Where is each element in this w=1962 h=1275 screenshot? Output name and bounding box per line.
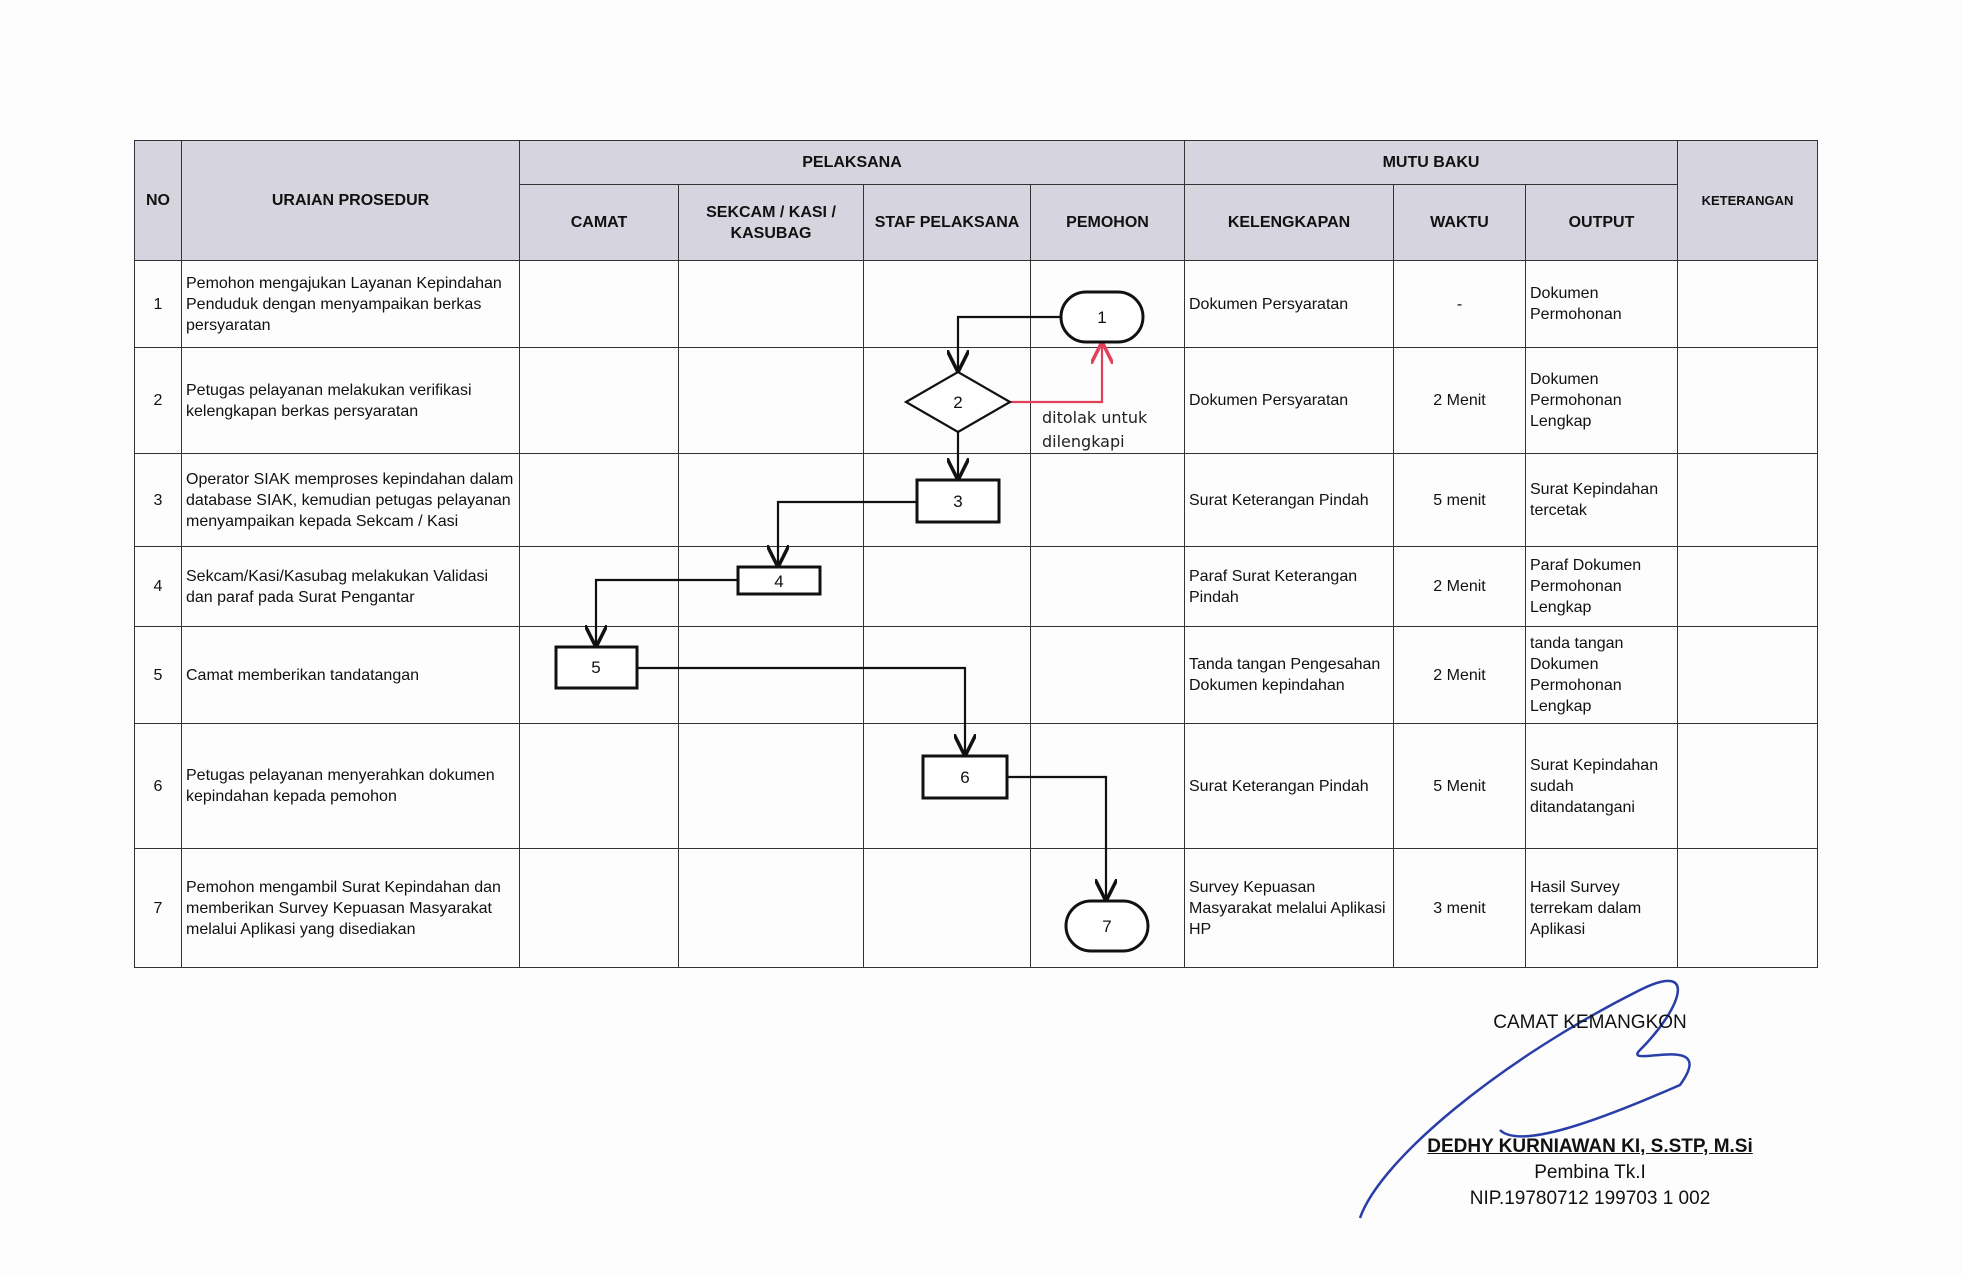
header-pemohon: PEMOHON: [1030, 184, 1185, 261]
header-kelengkapan: KELENGKAPAN: [1184, 184, 1394, 261]
lane-pemohon: [1030, 723, 1185, 849]
row-waktu: 5 menit: [1393, 453, 1526, 547]
header-waktu: WAKTU: [1393, 184, 1526, 261]
row-no: 2: [134, 347, 182, 454]
row-uraian: Pemohon mengambil Surat Kepindahan dan m…: [181, 848, 520, 968]
signature-rank: Pembina Tk.I: [1534, 1162, 1646, 1183]
lane-camat: [519, 546, 679, 627]
lane-pemohon: [1030, 260, 1185, 348]
header-uraian: URAIAN PROSEDUR: [181, 140, 520, 261]
header-output: OUTPUT: [1525, 184, 1678, 261]
row-output: Dokumen Permohonan Lengkap: [1525, 347, 1678, 454]
lane-camat: [519, 848, 679, 968]
lane-sekcam: [678, 260, 864, 348]
reject-note: ditolak untuk dilengkapi: [1042, 408, 1148, 451]
header-mutu-baku: MUTU BAKU: [1184, 140, 1678, 185]
lane-pemohon: [1030, 453, 1185, 547]
header-camat: CAMAT: [519, 184, 679, 261]
row-waktu: 3 menit: [1393, 848, 1526, 968]
lane-camat: [519, 347, 679, 454]
row-kelengkapan: Tanda tangan Pengesahan Dokumen kepindah…: [1184, 626, 1394, 724]
lane-staf: [863, 546, 1031, 627]
lane-sekcam: [678, 546, 864, 627]
row-uraian: Petugas pelayanan melakukan verifikasi k…: [181, 347, 520, 454]
row-keterangan: [1677, 347, 1818, 454]
row-waktu: 2 Menit: [1393, 546, 1526, 627]
header-keterangan: KETERANGAN: [1677, 140, 1818, 261]
row-keterangan: [1677, 626, 1818, 724]
row-keterangan: [1677, 453, 1818, 547]
row-keterangan: [1677, 848, 1818, 968]
lane-staf: [863, 848, 1031, 968]
lane-staf: [863, 626, 1031, 724]
lane-camat: [519, 453, 679, 547]
row-kelengkapan: Surat Keterangan Pindah: [1184, 453, 1394, 547]
row-output: tanda tangan Dokumen Permohonan Lengkap: [1525, 626, 1678, 724]
header-sekcam: SEKCAM / KASI / KASUBAG: [678, 184, 864, 261]
lane-staf: [863, 347, 1031, 454]
row-waktu: 5 Menit: [1393, 723, 1526, 849]
row-keterangan: [1677, 546, 1818, 627]
row-no: 4: [134, 546, 182, 627]
row-output: Surat Kepindahan sudah ditandatangani: [1525, 723, 1678, 849]
lane-sekcam: [678, 626, 864, 724]
row-keterangan: [1677, 260, 1818, 348]
row-no: 7: [134, 848, 182, 968]
row-output: Hasil Survey terrekam dalam Aplikasi: [1525, 848, 1678, 968]
row-waktu: -: [1393, 260, 1526, 348]
row-output: Surat Kepindahan tercetak: [1525, 453, 1678, 547]
lane-camat: [519, 626, 679, 724]
lane-staf: [863, 453, 1031, 547]
row-uraian: Petugas pelayanan menyerahkan dokumen ke…: [181, 723, 520, 849]
lane-sekcam: [678, 848, 864, 968]
signature-title: CAMAT KEMANGKON: [1493, 1012, 1687, 1033]
lane-pemohon: [1030, 848, 1185, 968]
row-no: 6: [134, 723, 182, 849]
row-kelengkapan: Dokumen Persyaratan: [1184, 347, 1394, 454]
row-kelengkapan: Paraf Surat Keterangan Pindah: [1184, 546, 1394, 627]
signature-nip: NIP.19780712 199703 1 002: [1469, 1188, 1711, 1209]
row-output: Paraf Dokumen Permohonan Lengkap: [1525, 546, 1678, 627]
header-staf: STAF PELAKSANA: [863, 184, 1031, 261]
lane-sekcam: [678, 453, 864, 547]
header-no: NO: [134, 140, 182, 261]
sop-table: NO URAIAN PROSEDUR PELAKSANA MUTU BAKU K…: [134, 140, 1818, 968]
lane-staf: [863, 723, 1031, 849]
row-output: Dokumen Permohonan: [1525, 260, 1678, 348]
row-no: 5: [134, 626, 182, 724]
row-kelengkapan: Dokumen Persyaratan: [1184, 260, 1394, 348]
lane-pemohon: [1030, 626, 1185, 724]
lane-sekcam: [678, 347, 864, 454]
lane-camat: [519, 260, 679, 348]
row-uraian: Camat memberikan tandatangan: [181, 626, 520, 724]
row-no: 3: [134, 453, 182, 547]
row-uraian: Operator SIAK memproses kepindahan dalam…: [181, 453, 520, 547]
row-kelengkapan: Surat Keterangan Pindah: [1184, 723, 1394, 849]
header-pelaksana: PELAKSANA: [519, 140, 1185, 185]
lane-camat: [519, 723, 679, 849]
row-no: 1: [134, 260, 182, 348]
lane-pemohon: [1030, 546, 1185, 627]
row-uraian: Sekcam/Kasi/Kasubag melakukan Validasi d…: [181, 546, 520, 627]
signature-name: DEDHY KURNIAWAN KI, S.STP, M.Si: [1427, 1136, 1753, 1157]
row-uraian: Pemohon mengajukan Layanan Kepindahan Pe…: [181, 260, 520, 348]
lane-staf: [863, 260, 1031, 348]
row-keterangan: [1677, 723, 1818, 849]
row-kelengkapan: Survey Kepuasan Masyarakat melalui Aplik…: [1184, 848, 1394, 968]
row-waktu: 2 Menit: [1393, 626, 1526, 724]
lane-sekcam: [678, 723, 864, 849]
row-waktu: 2 Menit: [1393, 347, 1526, 454]
